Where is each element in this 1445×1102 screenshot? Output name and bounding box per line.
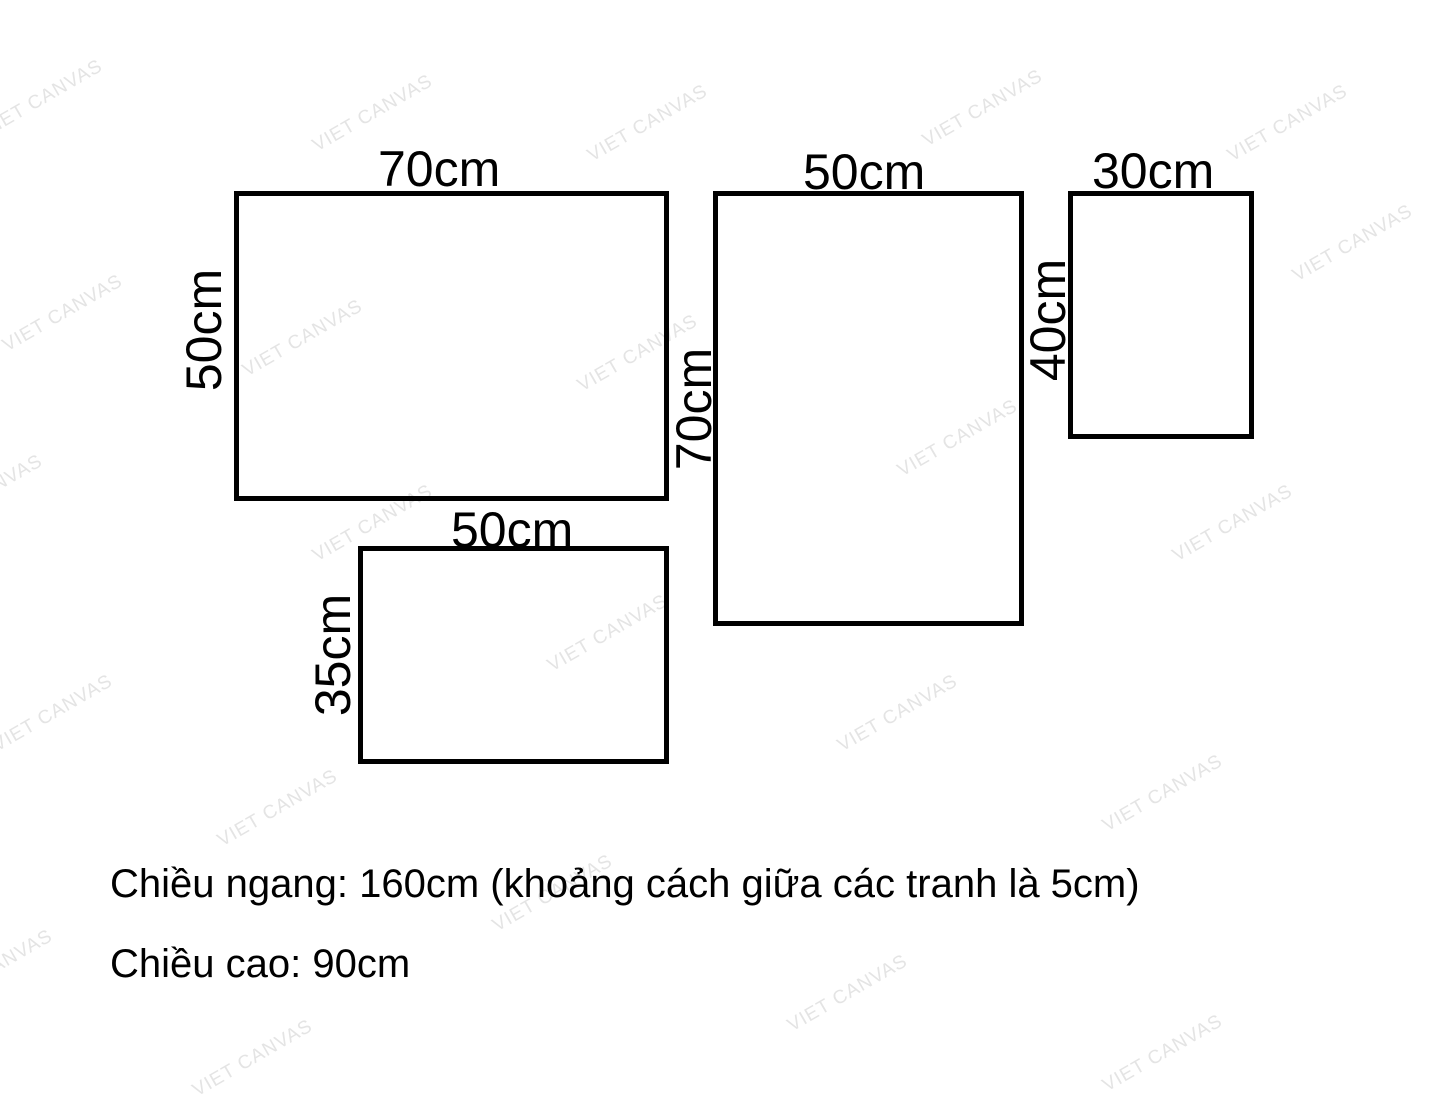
frame-3-height-label: 40cm (1020, 258, 1077, 382)
frame-4-width-label: 50cm (451, 502, 574, 558)
watermark: VIET CANVAS (0, 270, 127, 357)
watermark: VIET CANVAS (584, 80, 712, 167)
watermark: VIET CANVAS (919, 65, 1047, 152)
watermark: VIET CANVAS (0, 670, 117, 757)
watermark: VIET CANVAS (1099, 1010, 1227, 1097)
frame-50x35 (358, 546, 669, 764)
frame-3-width-label: 30cm (1092, 143, 1215, 199)
watermark: VIET CANVAS (1289, 200, 1417, 287)
frame-2-height-label: 70cm (666, 347, 723, 471)
frame-50x70 (713, 191, 1024, 626)
watermark: VIET CANVAS (189, 1015, 317, 1102)
frame-1-height-label: 50cm (176, 268, 233, 392)
watermark: VIET CANVAS (214, 765, 342, 852)
watermark: VIET CANVAS (0, 55, 107, 142)
frame-70x50 (234, 191, 669, 501)
watermark: VIET CANVAS (0, 925, 57, 1012)
watermark: VIET CANVAS (1099, 750, 1227, 837)
frame-30x40 (1068, 191, 1254, 439)
frame-1-width-label: 70cm (378, 141, 501, 197)
watermark: VIET CANVAS (0, 450, 47, 537)
frame-4-height-label: 35cm (305, 593, 362, 717)
total-width-note: Chiều ngang: 160cm (khoảng cách giữa các… (110, 862, 1140, 906)
watermark: VIET CANVAS (784, 950, 912, 1037)
total-height-note: Chiều cao: 90cm (110, 942, 411, 986)
frame-2-width-label: 50cm (803, 144, 926, 200)
watermark: VIET CANVAS (834, 670, 962, 757)
watermark: VIET CANVAS (1169, 480, 1297, 567)
watermark: VIET CANVAS (1224, 80, 1352, 167)
